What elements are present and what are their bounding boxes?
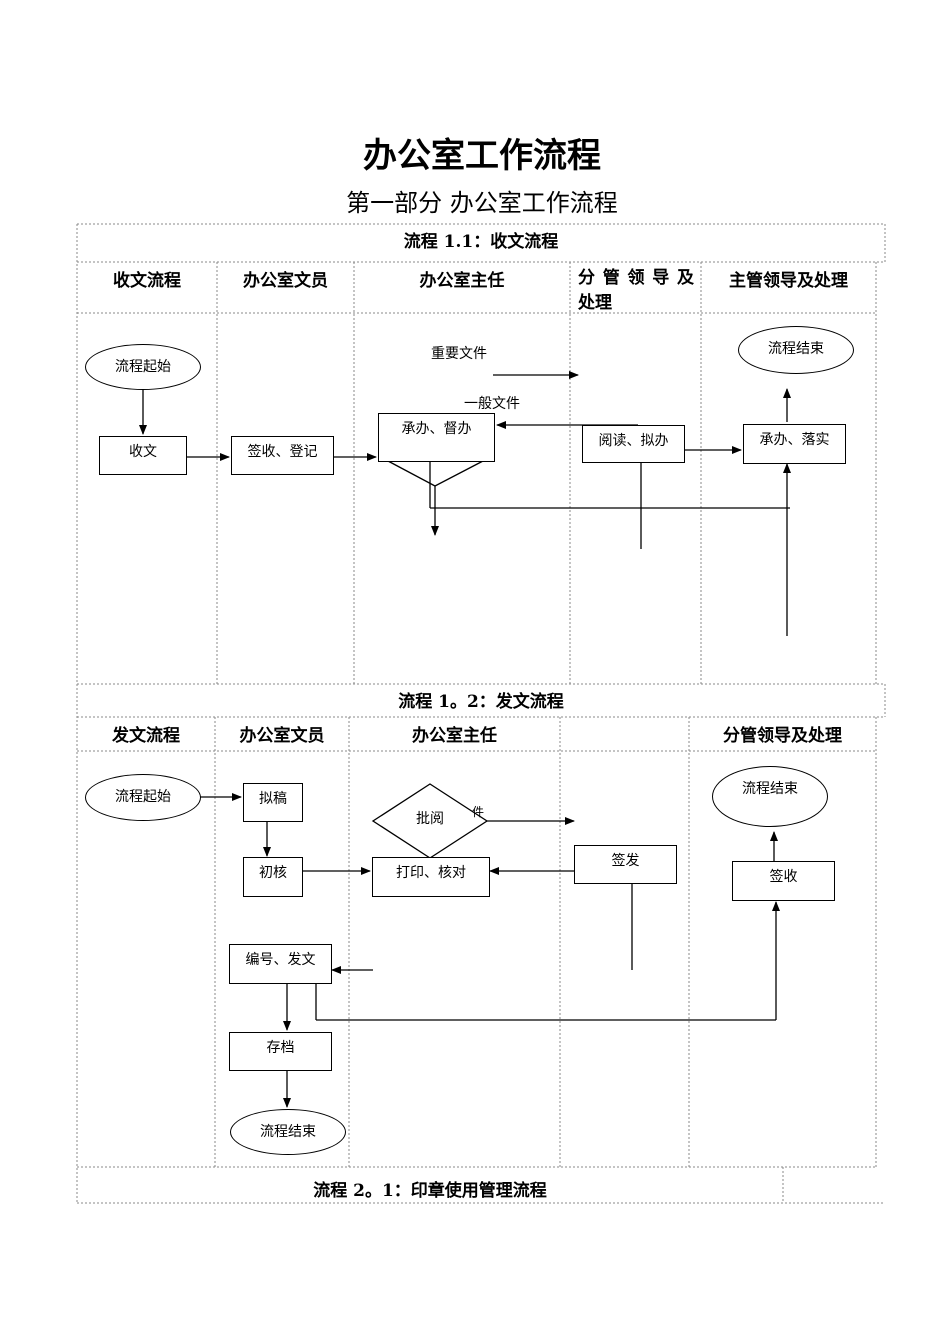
flow2-start-node: 流程起始: [85, 774, 201, 821]
flow2-header-col5: 分管领导及处理: [723, 726, 842, 746]
flow2-review-label: 批阅: [416, 811, 444, 827]
flow2-header-col3: 办公室主任: [412, 726, 497, 746]
flow2-end-node-bottom: 流程结束: [230, 1109, 346, 1155]
flow1-undertake-implement-box: 承办、落实: [743, 424, 846, 464]
flow2-initial-check-box: 初核: [243, 857, 303, 897]
flow2-caption: 流程 1。2：发文流程: [398, 692, 564, 712]
section-title: 第一部分 办公室工作流程: [346, 189, 618, 217]
flow1-receive-box: 收文: [99, 436, 187, 475]
flow3-caption: 流程 2。1：印章使用管理流程: [313, 1181, 547, 1201]
flow2-sign-issue-box: 签发: [574, 845, 677, 884]
flow2-sign-receive-box: 签收: [732, 861, 835, 901]
flow1-read-draft-box: 阅读、拟办: [582, 425, 685, 463]
flow2-archive-box: 存档: [229, 1032, 332, 1071]
flow1-header-col4: 分 管 领 导 及 处理: [578, 268, 694, 313]
flow1-important-label: 重要文件: [431, 346, 487, 362]
flow1-start-node: 流程起始: [85, 344, 201, 390]
flow1-header-col1: 收文流程: [113, 271, 181, 291]
flow1-sign-register-box: 签收、登记: [231, 436, 334, 475]
flow1-caption: 流程 1.1：收文流程: [403, 232, 559, 252]
flow2-number-issue-box: 编号、发文: [229, 944, 332, 984]
flow1-general-label: 一般文件: [464, 396, 520, 412]
flow1-end-node: 流程结束: [738, 326, 854, 374]
flow2-draft-box: 拟稿: [243, 783, 303, 822]
flow1-header-col2: 办公室文员: [243, 271, 328, 291]
flow2-end-node-right: 流程结束: [712, 766, 828, 827]
flow1-header-col5: 主管领导及处理: [729, 271, 848, 291]
flow2-header-col2: 办公室文员: [239, 726, 325, 746]
flow1-header-col3: 办公室主任: [419, 271, 505, 291]
flow2-partial-label: 件: [472, 805, 485, 819]
flow2-header-col1: 发文流程: [112, 726, 180, 746]
flow2-print-check-box: 打印、核对: [372, 857, 490, 897]
page-title: 办公室工作流程: [363, 136, 601, 176]
flow1-undertake-supervise-box: 承办、督办: [378, 413, 495, 462]
